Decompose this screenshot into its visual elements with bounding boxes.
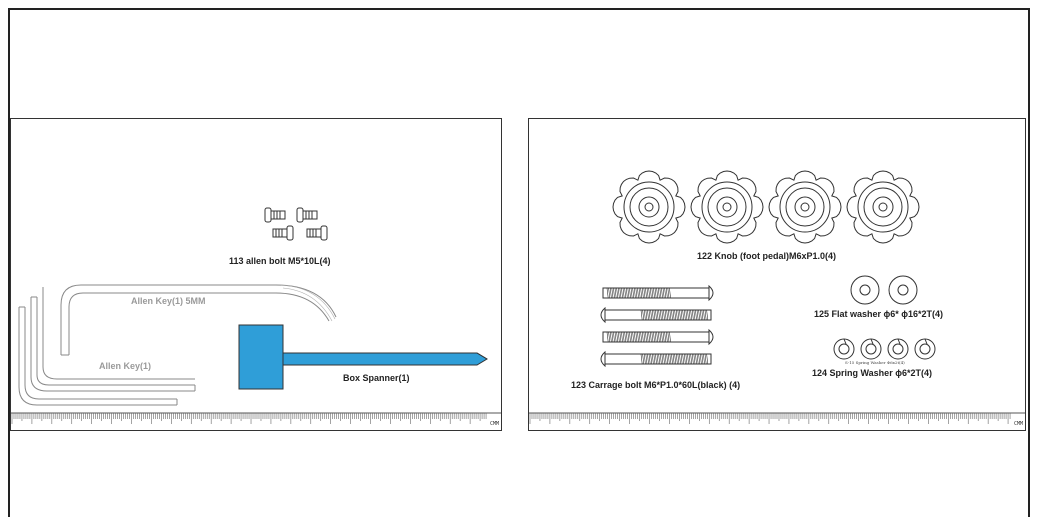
ruler-unit-label: CMM xyxy=(489,421,499,427)
ruler xyxy=(529,412,1025,424)
spring-washer-icon xyxy=(833,338,936,360)
knob-label: 122 Knob (foot pedal)M6xP1.0(4) xyxy=(697,251,837,261)
hardware-panel-left: 113 allen bolt M5*10L(4) Allen Key(1) 5M… xyxy=(10,118,502,431)
carriage-bolt-icon xyxy=(600,284,714,368)
ruler xyxy=(11,412,501,424)
knob-icon xyxy=(612,170,920,244)
allen-key-icon xyxy=(18,287,196,406)
allen-key-5mm-icon xyxy=(60,284,337,356)
allen-key-label: Allen Key(1) xyxy=(99,361,152,371)
box-spanner-icon xyxy=(238,324,488,390)
ruler-unit-label: CMM xyxy=(1013,421,1023,427)
flat-washer-icon xyxy=(850,275,918,305)
carriage-bolt-label: 123 Carrage bolt M6*P1.0*60L(black) (4) xyxy=(571,380,741,390)
allen-key-5mm-label: Allen Key(1) 5MM xyxy=(131,296,206,306)
spring-washer-note: S-15 Spring Washer Φ6x2t(4) xyxy=(845,360,905,365)
allen-bolt-icon xyxy=(264,207,328,241)
allen-bolt-label: 113 allen bolt M5*10L(4) xyxy=(229,256,331,266)
flat-washer-label: 125 Flat washer ϕ6* ϕ16*2T(4) xyxy=(814,309,944,319)
box-spanner-label: Box Spanner(1) xyxy=(343,373,410,383)
hardware-panel-right: 122 Knob (foot pedal)M6xP1.0(4) 123 Carr… xyxy=(528,118,1026,431)
spring-washer-label: 124 Spring Washer ϕ6*2T(4) xyxy=(812,368,932,378)
page-frame xyxy=(8,8,1030,517)
